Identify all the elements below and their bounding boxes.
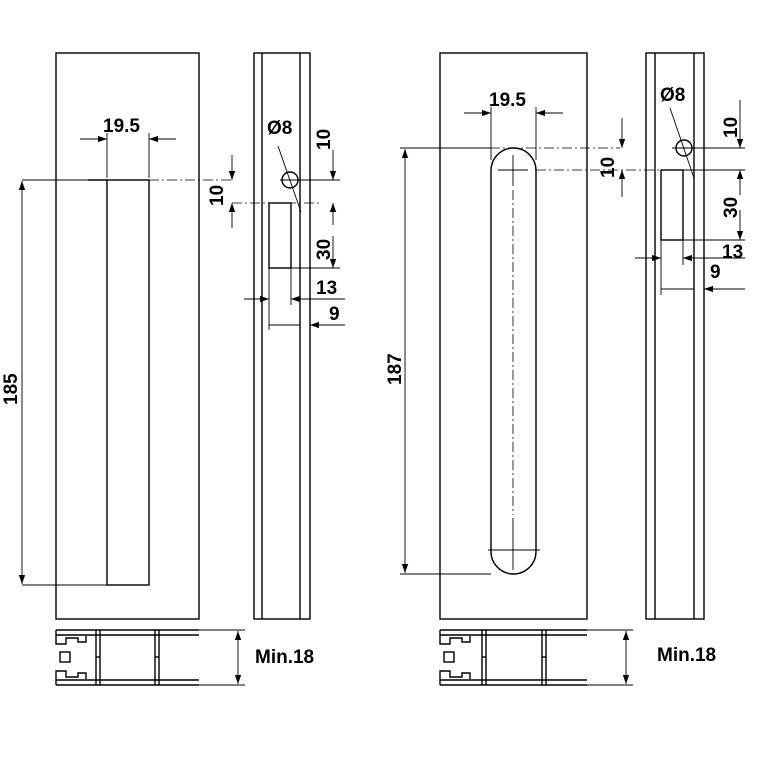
right-plate bbox=[439, 52, 588, 620]
right-side-view bbox=[645, 52, 705, 620]
right-depth-dim: 30 bbox=[721, 197, 742, 218]
left-drawing: 19.5 10 185 Ø8 10 30 bbox=[1, 52, 345, 686]
left-depth-dim: 30 bbox=[314, 239, 335, 260]
right-hole-dia: Ø8 bbox=[660, 85, 685, 106]
right-dim-13: 13 bbox=[722, 242, 743, 263]
left-plate bbox=[55, 52, 200, 620]
left-profile-section bbox=[55, 629, 245, 686]
right-offset-dim: 10 bbox=[598, 157, 619, 178]
left-dim-9: 9 bbox=[329, 304, 340, 325]
left-hole-dia: Ø8 bbox=[267, 118, 292, 139]
left-side-view bbox=[253, 52, 311, 620]
left-dim-13: 13 bbox=[316, 278, 337, 299]
left-hole-offset-dim: 10 bbox=[314, 129, 335, 150]
right-width-dim: 19.5 bbox=[489, 90, 526, 111]
left-length-dim: 185 bbox=[1, 373, 22, 405]
left-side-pocket bbox=[268, 202, 292, 269]
right-slot bbox=[490, 147, 537, 575]
left-width-dim: 19.5 bbox=[103, 116, 140, 137]
left-min-thickness: Min.18 bbox=[255, 647, 314, 668]
right-drawing: 19.5 10 187 Ø8 10 30 bbox=[385, 52, 745, 686]
right-hole-offset-dim: 10 bbox=[721, 117, 742, 138]
right-dim-9: 9 bbox=[710, 262, 721, 283]
right-side-pocket bbox=[660, 169, 684, 241]
right-profile-section bbox=[439, 629, 633, 686]
right-length-dim: 187 bbox=[385, 353, 406, 385]
left-slot bbox=[106, 179, 150, 586]
right-min-thickness: Min.18 bbox=[657, 645, 716, 666]
left-offset-dim: 10 bbox=[207, 185, 228, 206]
